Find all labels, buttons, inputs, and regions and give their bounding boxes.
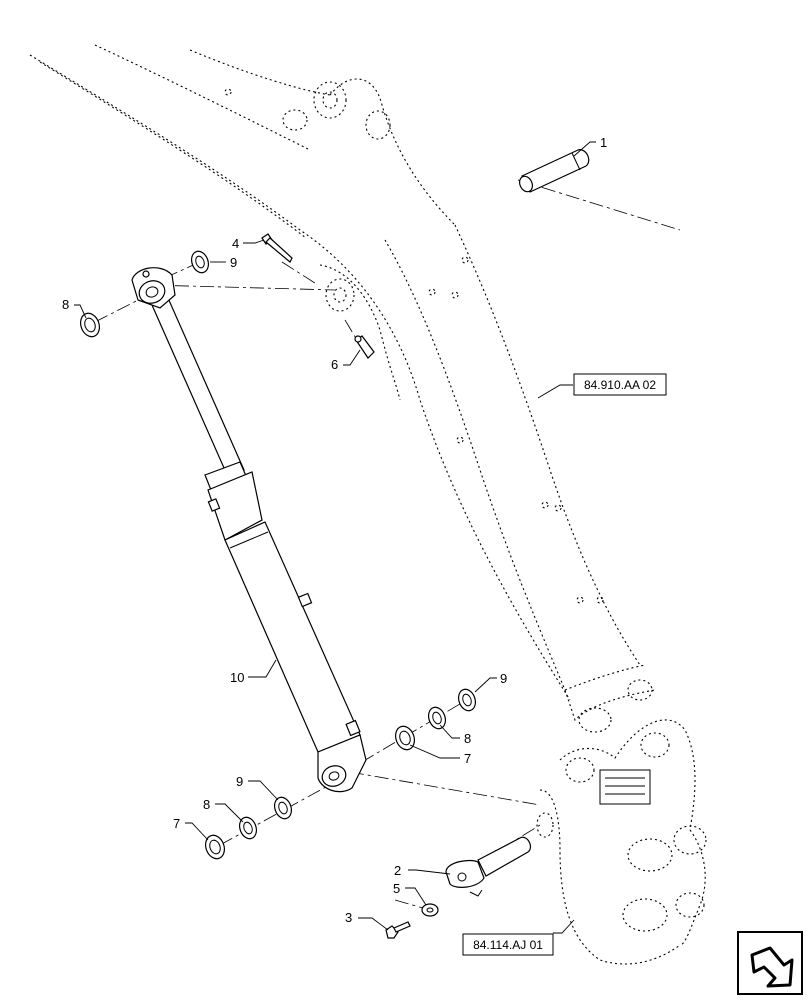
callout-6: 6: [331, 357, 338, 372]
callout-3: 3: [345, 910, 352, 925]
callout-7-right: 7: [464, 751, 471, 766]
washers: [79, 250, 477, 860]
callout-9-right: 9: [500, 671, 507, 686]
swing-bracket-phantom: [536, 719, 707, 965]
assembly-centerlines: [94, 179, 681, 911]
callout-7-left: 7: [173, 816, 180, 831]
bolt-part-3: [385, 921, 411, 939]
boom-phantom: [29, 44, 656, 733]
reference-swing-bracket-label[interactable]: 84.114.AJ 01: [473, 938, 543, 952]
callout-8-left: 8: [203, 797, 210, 812]
next-page-arrow-icon[interactable]: [737, 931, 803, 995]
callout-5: 5: [393, 881, 400, 896]
leader-lines: [74, 141, 596, 934]
callout-10: 10: [230, 670, 244, 685]
callout-2: 2: [394, 863, 401, 878]
reference-swing-bracket[interactable]: 84.114.AJ 01: [462, 933, 554, 956]
pin-part-2: [445, 836, 532, 897]
pin-part-1: [518, 149, 590, 193]
hydraulic-cylinder-part-10: [131, 267, 367, 793]
reference-boom-label[interactable]: 84.910.AA 02: [584, 378, 656, 392]
washer-part-5: [421, 903, 439, 917]
callout-labels: 1 2 3 4 5 6 7 7 8 8 8 9 9 9 10: [62, 135, 607, 925]
callout-9-left: 9: [236, 774, 243, 789]
fitting-part-6: [354, 335, 375, 359]
callout-9-top: 9: [230, 255, 237, 270]
callout-4: 4: [232, 236, 239, 251]
reference-boom[interactable]: 84.910.AA 02: [573, 373, 667, 396]
callout-8-right: 8: [464, 731, 471, 746]
callout-8-top: 8: [62, 297, 69, 312]
callout-1: 1: [600, 135, 607, 150]
bolt-part-4: [261, 233, 293, 263]
